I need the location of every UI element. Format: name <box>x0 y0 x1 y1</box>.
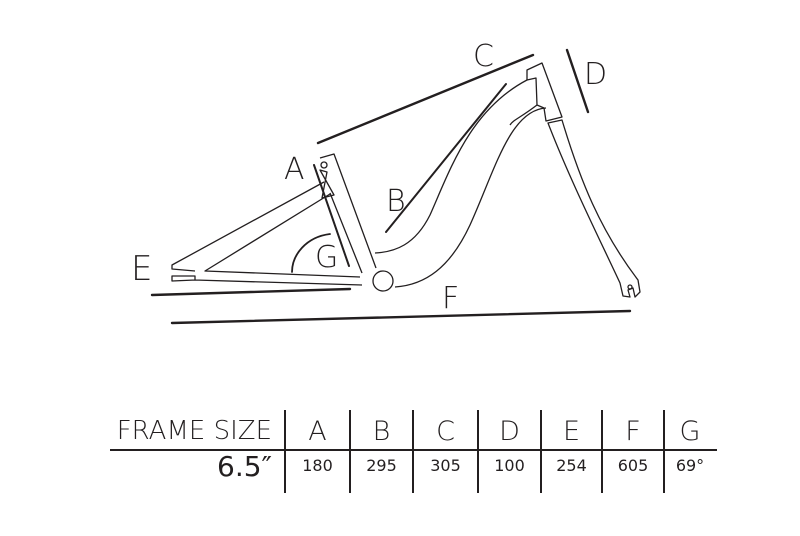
header-f: F <box>625 416 641 447</box>
header-c: C <box>436 416 455 447</box>
dimension-line-f <box>170 309 632 325</box>
header-g: G <box>679 416 701 447</box>
column-divider <box>477 410 479 493</box>
frame-size-value: 6.5″ <box>217 450 272 483</box>
dimension-line-a <box>313 164 350 267</box>
value-c: 305 <box>430 456 461 475</box>
label-a: A <box>284 152 305 187</box>
header-a: A <box>308 416 327 447</box>
header-frame-size: FRAME SIZE <box>116 416 272 446</box>
header-b: B <box>372 416 391 447</box>
chain-stay <box>171 275 363 286</box>
dimension-line-d <box>565 48 590 114</box>
value-f: 605 <box>617 456 649 475</box>
seat-clamp-bolt <box>320 161 328 169</box>
value-a: 180 <box>302 456 333 475</box>
label-d: D <box>584 57 608 92</box>
down-tube <box>394 107 547 288</box>
dimension-line-e <box>150 287 352 297</box>
header-e: E <box>562 416 581 447</box>
angle-arc-g <box>291 233 331 273</box>
column-divider <box>601 410 603 493</box>
value-d: 100 <box>494 456 525 475</box>
label-b: B <box>386 184 406 219</box>
column-divider <box>349 410 351 493</box>
dimension-line-b <box>385 83 507 233</box>
label-g: G <box>315 240 339 275</box>
header-d: D <box>499 416 520 447</box>
label-c: C <box>473 39 494 74</box>
head-tube-gusset <box>509 104 538 126</box>
value-b: 295 <box>366 456 397 475</box>
label-f: F <box>442 281 460 316</box>
fork <box>547 119 641 298</box>
column-divider <box>663 410 665 493</box>
seat-tube-inner-line <box>329 192 363 274</box>
value-g: 69° <box>675 456 705 475</box>
dimension-line-c <box>316 53 535 145</box>
column-divider <box>540 410 542 493</box>
value-e: 254 <box>556 456 587 475</box>
column-divider <box>284 410 286 493</box>
seat-stay <box>171 181 361 278</box>
fork-dropout-bolt <box>627 284 633 290</box>
label-e: E <box>131 249 153 289</box>
column-divider <box>412 410 414 493</box>
bottom-bracket <box>372 270 394 292</box>
top-tube <box>374 79 528 254</box>
